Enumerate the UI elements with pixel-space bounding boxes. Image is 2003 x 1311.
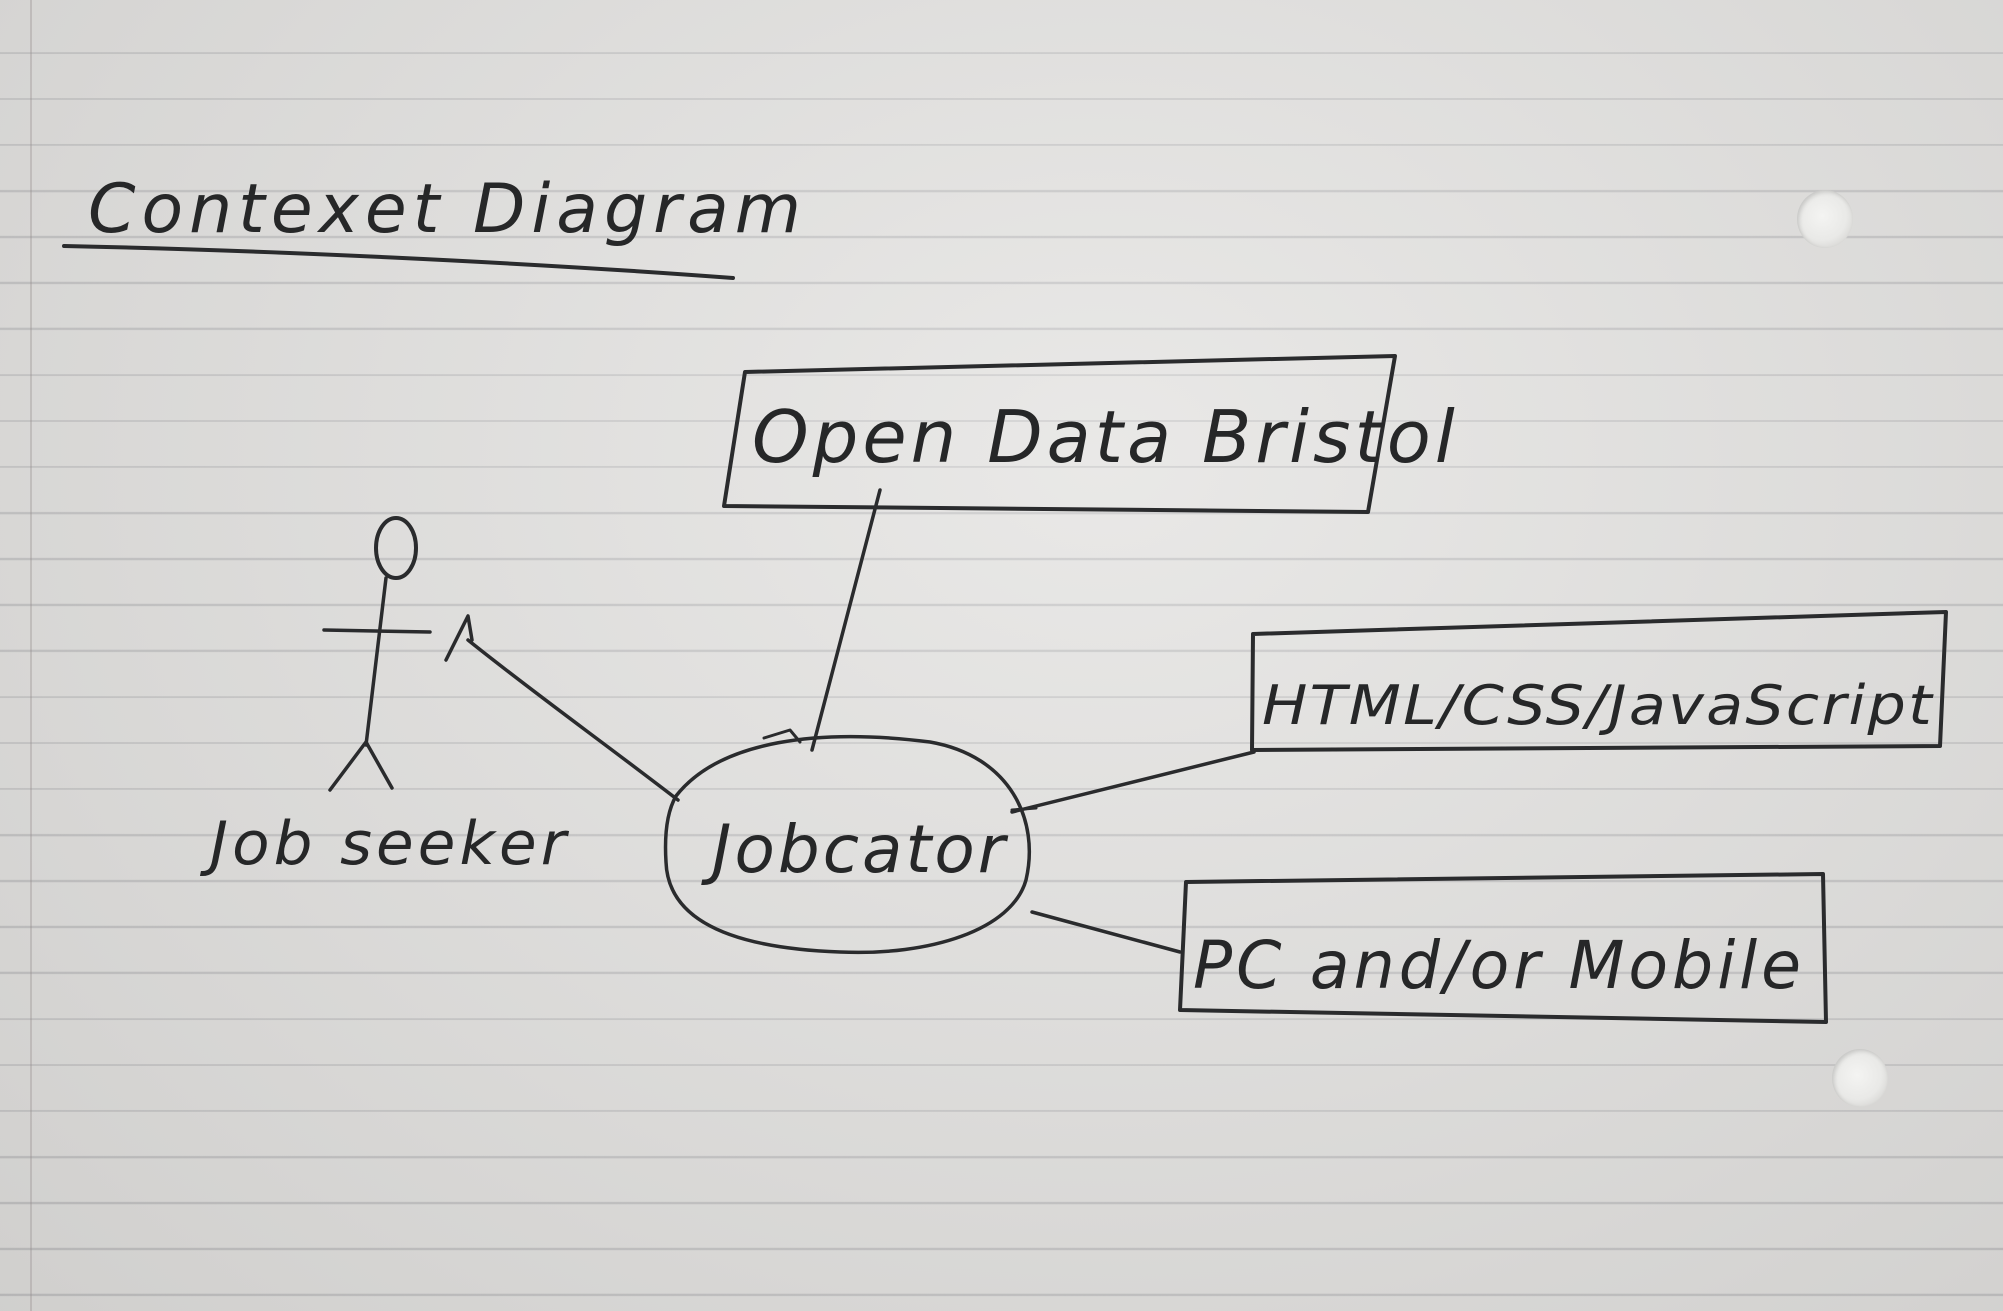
actor-body <box>364 576 388 747</box>
title-underline <box>62 244 735 280</box>
process-jobcator: Jobcator <box>663 734 1031 955</box>
actor-job-seeker: Job seeker <box>200 516 570 879</box>
entity-box-open-data <box>722 354 1397 514</box>
entity-label-open-data: Open Data Bristol <box>752 395 1459 479</box>
actor-head <box>374 516 418 580</box>
connector-to-open-data <box>810 488 882 752</box>
actor-arms <box>322 628 432 634</box>
entity-box-web-tech <box>1250 610 1948 752</box>
connector-to-web-tech <box>1010 750 1256 814</box>
entity-pc-and-or-mobile: PC and/or Mobile <box>1178 872 1828 1024</box>
entity-open-data-bristol: Open Data Bristol <box>722 354 1459 514</box>
actor-label: Job seeker <box>200 809 570 879</box>
connector-tick-open-data <box>762 728 802 744</box>
entity-label-web-tech: HTML/CSS/JavaScript <box>1262 674 1934 737</box>
punch-hole-top <box>1797 190 1853 248</box>
punch-hole-bottom <box>1832 1049 1888 1107</box>
connector-to-device <box>1030 910 1182 954</box>
connector-tick-web-tech <box>1010 806 1038 812</box>
entity-label-device: PC and/or Mobile <box>1193 927 1805 1004</box>
arrowhead-to-job-seeker <box>444 614 474 662</box>
actor-legs <box>328 740 394 792</box>
connector-to-job-seeker <box>466 638 680 802</box>
process-ellipse <box>663 734 1031 955</box>
entity-html-css-javascript: HTML/CSS/JavaScript <box>1250 610 1948 752</box>
process-label: Jobcator <box>701 811 1009 888</box>
margin-line <box>30 0 32 1311</box>
page-title: Contexet Diagram <box>88 170 807 249</box>
entity-box-device <box>1178 872 1828 1024</box>
